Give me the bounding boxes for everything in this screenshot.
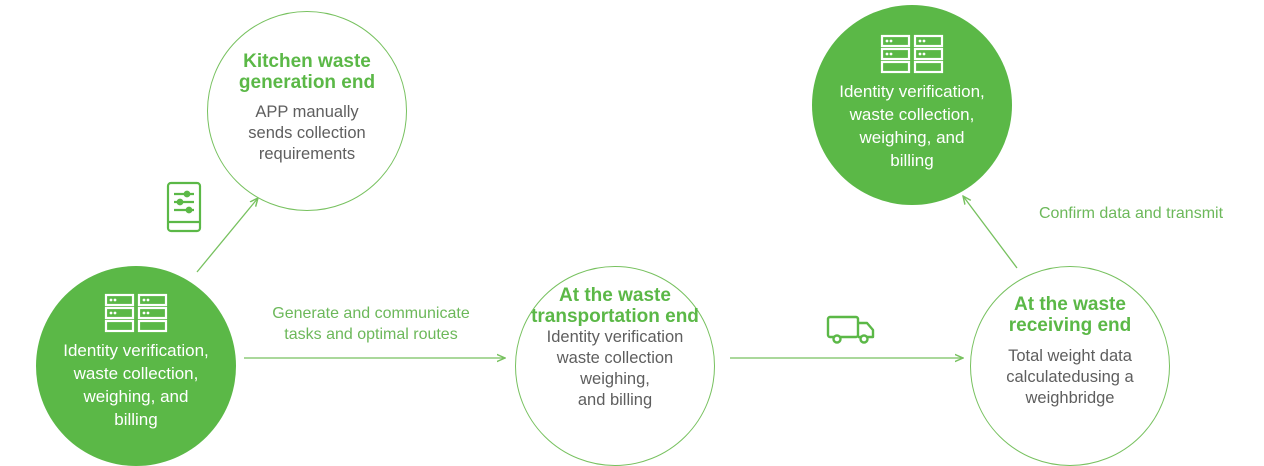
kitchen-node-body: APP manually sends collection requiremen… xyxy=(248,102,365,165)
edge-label-generate-tasks: Generate and communicate tasks and optim… xyxy=(240,303,502,345)
receiving-title-line: At the waste xyxy=(1014,293,1126,315)
kitchen-body-line: requirements xyxy=(258,145,356,163)
edge-label-line: Generate and communicate xyxy=(272,305,470,322)
edge-label-line: Confirm data and transmit xyxy=(1038,205,1224,222)
source-node: Identity verification, waste collection,… xyxy=(36,266,236,466)
transport-body-line: Identity verification xyxy=(546,328,684,346)
receiving-node: At the waste receiving end Total weight … xyxy=(970,266,1170,466)
verification-body-line: weighing, and xyxy=(859,128,965,147)
source-node-body: Identity verification, waste collection,… xyxy=(63,339,209,431)
source-body-line: waste collection, xyxy=(73,364,199,383)
transport-node-title: At the waste transportation end xyxy=(531,285,699,327)
kitchen-body-line: sends collection xyxy=(248,124,366,142)
transport-body-line: and billing xyxy=(577,391,653,409)
truck-icon xyxy=(826,315,875,344)
transport-node: At the waste transportation end Identity… xyxy=(515,266,715,466)
receiving-node-body: Total weight data calculatedusing a weig… xyxy=(1006,346,1134,409)
edge-label-confirm-data: Confirm data and transmit xyxy=(1006,203,1256,224)
source-body-line: Identity verification, xyxy=(63,341,209,360)
arrow-receiving-to-top-right xyxy=(963,196,1018,269)
kitchen-body-line: APP manually xyxy=(255,103,359,121)
verification-node-body: Identity verification, waste collection,… xyxy=(839,80,985,172)
transport-body-line: weighing, xyxy=(580,370,650,388)
edge-label-line: tasks and optimal routes xyxy=(284,326,458,343)
kitchen-waste-node: Kitchen waste generation end APP manuall… xyxy=(207,11,407,211)
arrow-source-to-kitchen xyxy=(196,198,258,273)
receiving-body-line: calculatedusing a xyxy=(1006,367,1134,386)
kitchen-title-line: Kitchen waste xyxy=(243,51,371,72)
receiving-body-line: Total weight data xyxy=(1008,346,1132,365)
verification-body-line: waste collection, xyxy=(849,105,975,124)
tablet-app-icon xyxy=(166,181,202,233)
source-body-line: weighing, and xyxy=(83,387,189,406)
transport-title-line: At the waste xyxy=(559,285,671,306)
server-rack-icon xyxy=(104,293,168,333)
receiving-node-title: At the waste receiving end xyxy=(1009,294,1132,336)
receiving-body-line: weighbridge xyxy=(1025,388,1115,407)
receiving-title-line: receiving end xyxy=(1008,314,1132,336)
transport-body-line: waste collection xyxy=(556,349,674,367)
kitchen-title-line: generation end xyxy=(238,72,376,93)
verification-body-line: billing xyxy=(890,151,934,170)
transport-node-body: Identity verification waste collection w… xyxy=(547,327,684,411)
verification-node: Identity verification, waste collection,… xyxy=(812,5,1012,205)
kitchen-node-title: Kitchen waste generation end xyxy=(239,51,375,93)
transport-title-line: transportation end xyxy=(531,306,699,327)
server-rack-icon xyxy=(880,34,944,74)
source-body-line: billing xyxy=(114,410,158,429)
verification-body-line: Identity verification, xyxy=(839,82,985,101)
